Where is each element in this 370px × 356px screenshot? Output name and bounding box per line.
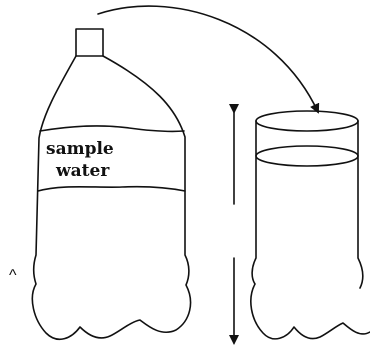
cut-bottle-rim (256, 111, 358, 131)
bottle-cap (76, 29, 103, 56)
bottle-label-line1: sample (46, 139, 114, 159)
bottle-label-bottom-edge (38, 187, 185, 191)
caret-marker: ^ (9, 267, 17, 284)
bottle-body (32, 56, 190, 339)
cut-bottle (251, 111, 370, 339)
sample-bottle: sample water (32, 29, 190, 339)
cut-bottle-right-wall (358, 121, 363, 288)
bottle-label-line2: water (55, 161, 110, 181)
cut-bottle-body (251, 121, 370, 339)
transfer-arrow (98, 6, 318, 112)
bottle-label-top-edge (40, 126, 184, 132)
water-surface (256, 146, 358, 166)
